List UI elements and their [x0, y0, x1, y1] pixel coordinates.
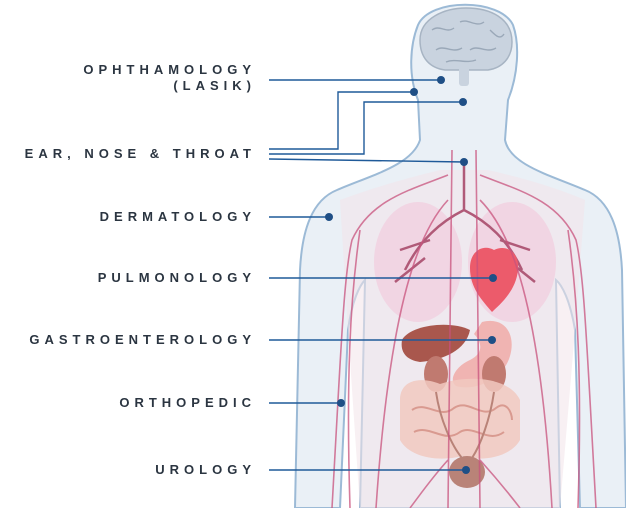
- label-orthopedic-text: ORTHOPEDIC: [119, 395, 256, 411]
- brainstem: [459, 66, 469, 86]
- label-ophthamology-line1: OPHTHAMOLOGY: [83, 62, 256, 78]
- dot-bladder: [462, 466, 470, 474]
- label-dermatology-text: DERMATOLOGY: [100, 209, 256, 225]
- label-dermatology: DERMATOLOGY: [100, 209, 256, 225]
- dot-heart: [489, 274, 497, 282]
- leader-ent-ear: [269, 92, 414, 149]
- dot-arm: [337, 399, 345, 407]
- label-pulmonology-text: PULMONOLOGY: [98, 270, 256, 286]
- label-orthopedic: ORTHOPEDIC: [119, 395, 256, 411]
- dot-skin: [325, 213, 333, 221]
- dot-ear: [410, 88, 418, 96]
- label-ent-text: EAR, NOSE & THROAT: [25, 146, 256, 162]
- dot-eye: [437, 76, 445, 84]
- label-ophthamology: OPHTHAMOLOGY (LASIK): [83, 62, 256, 94]
- label-gastroenterology: GASTROENTEROLOGY: [29, 332, 256, 348]
- label-pulmonology: PULMONOLOGY: [98, 270, 256, 286]
- label-urology: UROLOGY: [155, 462, 256, 478]
- label-gastroenterology-text: GASTROENTEROLOGY: [29, 332, 256, 348]
- dot-throat: [460, 158, 468, 166]
- dot-stomach: [488, 336, 496, 344]
- intestines-icon: [400, 379, 520, 459]
- dot-nose: [459, 98, 467, 106]
- label-ent: EAR, NOSE & THROAT: [25, 146, 256, 162]
- label-urology-text: UROLOGY: [155, 462, 256, 478]
- label-ophthamology-line2: (LASIK): [83, 78, 256, 94]
